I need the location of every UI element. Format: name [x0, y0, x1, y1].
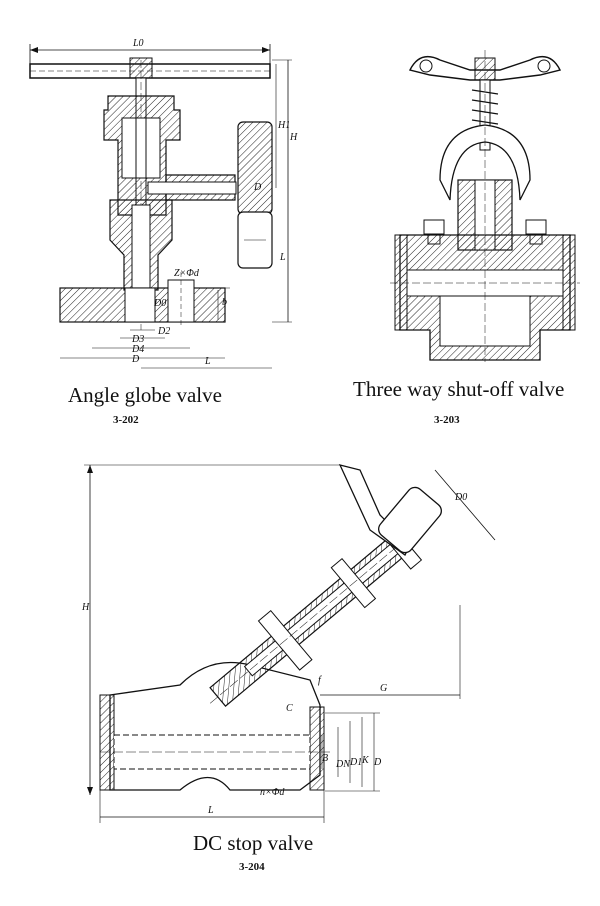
dim-d-flange: D — [253, 182, 262, 193]
code-3-202: 3-202 — [113, 414, 139, 426]
three-way-shutoff-valve-drawing — [390, 50, 580, 362]
dim-b: b — [222, 297, 227, 308]
dim-l0: L0 — [132, 38, 144, 49]
caption-dc-stop-valve: DC stop valve — [193, 831, 314, 855]
dim-d-dc: D — [373, 757, 382, 768]
dim-h-dc: H — [81, 602, 90, 613]
dim-bolt: Z×Φd — [174, 268, 200, 279]
dc-stop-valve-drawing: H D0 G f C B DN D1 K D n×Φd L — [81, 464, 496, 823]
dim-k: K — [361, 755, 370, 766]
dim-b-dc: B — [322, 753, 328, 764]
dim-g: G — [380, 683, 387, 694]
dim-l-bottom: L — [204, 356, 211, 367]
code-3-203: 3-203 — [434, 414, 460, 426]
dim-h1: H1 — [277, 120, 290, 131]
code-3-204: 3-204 — [239, 861, 265, 873]
dim-d: D — [131, 354, 140, 365]
dim-d4: D4 — [131, 344, 144, 355]
dim-h: H — [289, 132, 298, 143]
dim-dn: DN — [335, 759, 351, 770]
dim-d0: D0 — [153, 298, 166, 309]
caption-three-way-shutoff-valve: Three way shut-off valve — [353, 377, 565, 401]
dim-l: L — [279, 252, 286, 263]
dim-l-dc: L — [207, 805, 214, 816]
dim-c: C — [286, 703, 293, 714]
dim-d2: D2 — [157, 326, 170, 337]
caption-angle-globe-valve: Angle globe valve — [68, 383, 222, 407]
dim-d0-dc: D0 — [454, 492, 467, 503]
dim-d1: D1 — [349, 757, 362, 768]
dim-d3: D3 — [131, 334, 144, 345]
angle-globe-valve-drawing: L0 Z×Φd D0 b H H1 L D D2 D3 D4 D L — [29, 38, 298, 369]
dim-bolt-dc: n×Φd — [260, 787, 285, 798]
dim-f: f — [318, 675, 322, 686]
